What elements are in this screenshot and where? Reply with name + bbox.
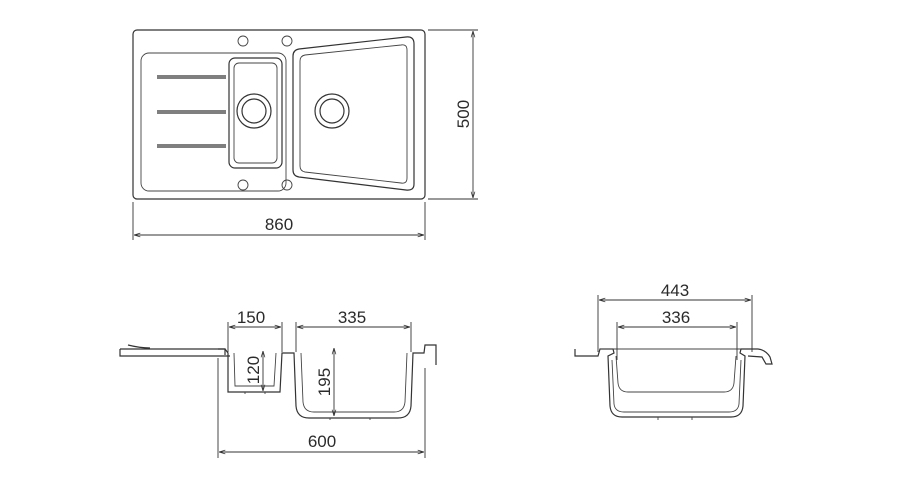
small-bowl-depth-label: 120 — [244, 356, 263, 384]
large-bowl-inner-profile — [300, 352, 408, 413]
large-bowl-drain-inner — [319, 98, 345, 124]
end-inner-width-label: 336 — [662, 308, 690, 327]
drainboard-top — [120, 348, 226, 355]
width-dimension-label: 860 — [265, 215, 293, 234]
large-bowl-width-label: 335 — [338, 308, 366, 327]
drainboard-lip — [127, 344, 151, 349]
end-inner-profile — [615, 355, 737, 393]
cabinet-dimension-label: 600 — [308, 432, 336, 451]
tap-hole — [281, 179, 293, 191]
tap-hole — [237, 179, 249, 191]
depth-dimension-label: 500 — [454, 100, 473, 128]
tap-hole — [281, 35, 293, 47]
small-bowl-width-label: 150 — [237, 308, 265, 327]
large-bowl — [292, 36, 415, 191]
end-view: 443 336 — [574, 281, 773, 420]
drainboard-profile — [119, 349, 230, 357]
small-bowl-drain-inner — [241, 98, 267, 124]
end-outer-profile — [574, 348, 773, 418]
drainboard — [140, 52, 287, 192]
small-bowl — [228, 57, 283, 169]
side-view: 150 120 335 195 600 — [119, 308, 437, 458]
sink-outline — [132, 29, 426, 200]
large-bowl-inner — [299, 44, 408, 184]
top-view: 500 860 — [132, 29, 478, 240]
end-bottom-profile — [611, 359, 742, 413]
bowls-outer-profile — [218, 344, 437, 419]
tap-hole — [237, 35, 249, 47]
large-bowl-drain — [314, 93, 350, 129]
small-bowl-inner-profile — [233, 352, 277, 387]
end-outer-width-label: 443 — [661, 281, 689, 300]
large-bowl-depth-label: 195 — [315, 368, 334, 396]
small-bowl-inner — [233, 62, 278, 164]
small-bowl-drain — [236, 93, 272, 129]
